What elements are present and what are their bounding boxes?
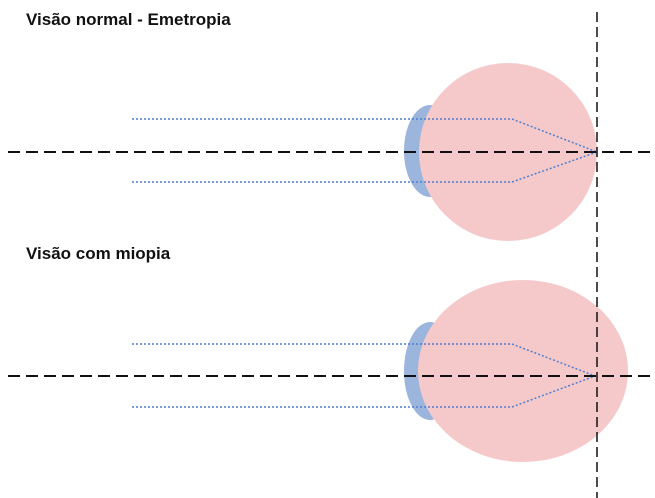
myopia-eye — [404, 280, 628, 462]
